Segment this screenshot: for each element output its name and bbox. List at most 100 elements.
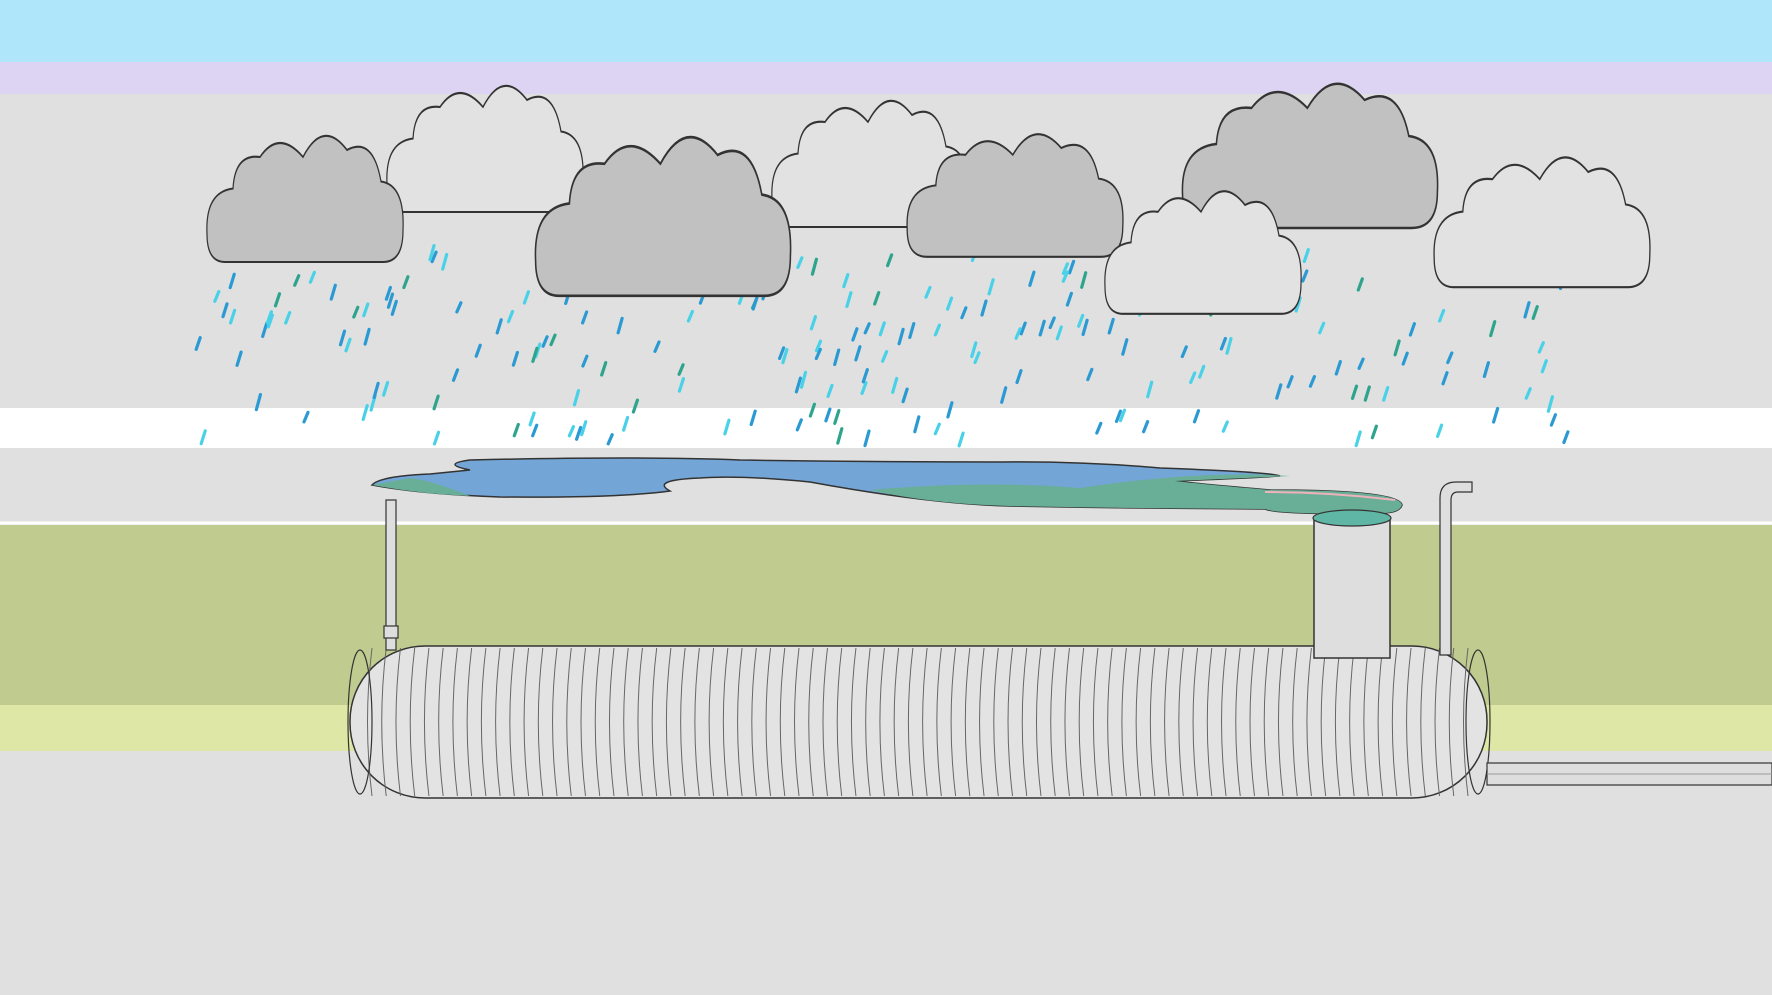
raindrop-icon: [878, 321, 886, 337]
raindrop-icon: [1546, 395, 1555, 413]
raindrop-icon: [606, 433, 614, 446]
raindrop-icon: [826, 383, 834, 398]
tank-rib: [708, 647, 715, 797]
tank-rib: [822, 647, 828, 797]
raindrop-icon: [1080, 271, 1088, 289]
tank-rib: [623, 647, 629, 797]
raindrop-icon: [1189, 371, 1197, 384]
raindrop-icon: [531, 346, 539, 363]
tank-rib: [1391, 647, 1398, 797]
raindrop-icon: [1000, 386, 1008, 404]
raindrop-icon: [891, 376, 899, 394]
raindrop-icon: [810, 257, 819, 276]
raindrop-icon: [863, 322, 871, 335]
raindrop-icon: [1408, 322, 1417, 337]
raindrop-icon: [580, 310, 589, 325]
raindrop-icon: [386, 292, 395, 309]
raindrop-icon: [1141, 420, 1150, 434]
tank-rib: [808, 647, 814, 797]
raindrop-icon: [845, 291, 853, 308]
raindrop-icon: [751, 294, 759, 311]
raindrop-icon: [428, 244, 436, 262]
raindrop-icon: [1334, 360, 1342, 376]
raindrop-icon: [1107, 317, 1115, 335]
raindrop-icon: [194, 336, 202, 351]
raindrop-icon: [621, 415, 630, 432]
raindrop-icon: [933, 422, 941, 436]
raindrop-icon: [653, 340, 661, 353]
raindrop-icon: [284, 311, 292, 325]
raindrop-icon: [432, 430, 441, 446]
raindrop-icon: [1061, 262, 1070, 275]
raindrop-icon: [302, 410, 310, 424]
raindrop-icon: [265, 310, 273, 325]
raindrop-icon: [860, 381, 868, 395]
tank-rib: [993, 647, 999, 797]
tank-rib: [651, 647, 658, 797]
sky-band: [0, 0, 1772, 62]
raindrop-icon: [261, 321, 269, 338]
raindrop-icon: [506, 309, 515, 324]
raindrop-icon: [1180, 345, 1188, 359]
raindrop-icon: [1294, 296, 1302, 313]
tank-rib: [466, 647, 473, 797]
raindrop-icon: [600, 361, 608, 377]
tank-rib: [1263, 647, 1270, 797]
tank-rib: [737, 647, 743, 797]
raindrop-icon: [1048, 316, 1056, 330]
tank-rib: [452, 647, 458, 797]
tank-rib: [1107, 647, 1113, 797]
tank-rib: [1064, 647, 1070, 797]
raindrop-icon: [616, 316, 624, 335]
raindrop-icon: [308, 270, 316, 284]
raindrop-icon: [723, 418, 731, 436]
tank-rib: [1448, 647, 1455, 797]
tank-corrugation: [367, 647, 1469, 797]
raindrop-icon: [901, 387, 909, 404]
tank-rib: [1277, 647, 1284, 797]
raindrop-icon: [808, 402, 817, 418]
raindrop-icon: [809, 315, 818, 331]
tank-rib: [1007, 647, 1014, 797]
tank-rib: [1036, 647, 1042, 797]
raindrop-icon: [384, 285, 392, 301]
tank-rib: [1292, 647, 1298, 797]
tank-rib: [1206, 647, 1213, 797]
raindrop-icon: [1055, 325, 1063, 341]
raindrop-icon: [631, 398, 640, 414]
white-band: [0, 408, 1772, 448]
raindrop-icon: [924, 285, 932, 299]
raindrop-icon: [1095, 421, 1103, 435]
raindrop-icon: [1308, 375, 1317, 388]
tank-rib: [964, 647, 971, 797]
raindrop-icon: [1537, 341, 1545, 354]
raindrop-icon: [229, 308, 237, 325]
raindrop-icon: [1370, 424, 1379, 440]
raindrop-icon: [836, 427, 844, 445]
raindrop-icon: [1301, 269, 1309, 283]
raindrop-icon: [960, 306, 968, 320]
outlet-pipe-icon: [1486, 762, 1772, 786]
raindrop-icon: [1065, 291, 1074, 307]
raindrop-icon: [228, 272, 236, 290]
raindrop-icon: [293, 274, 301, 287]
raindrop-icon: [1086, 367, 1094, 382]
tank-rib: [523, 647, 530, 797]
raindrop-icon: [511, 350, 520, 367]
raindrop-icon: [1286, 375, 1294, 389]
raindrop-icon: [1028, 270, 1036, 287]
tank-rib: [609, 647, 615, 797]
raindrop-icon: [549, 333, 557, 347]
raindrop-icon: [933, 323, 942, 337]
raindrop-icon: [1356, 277, 1364, 292]
tank-rib: [879, 647, 885, 797]
raindrop-icon: [980, 299, 988, 317]
tank-rib: [1406, 647, 1412, 797]
tank-rib: [1349, 647, 1355, 797]
raindrop-icon: [987, 278, 995, 296]
raindrop-icon: [1302, 248, 1310, 264]
raindrop-icon: [863, 429, 871, 448]
raindrop-icon: [1077, 313, 1085, 328]
tank-rib: [950, 647, 957, 797]
tank-rib: [1021, 647, 1028, 797]
